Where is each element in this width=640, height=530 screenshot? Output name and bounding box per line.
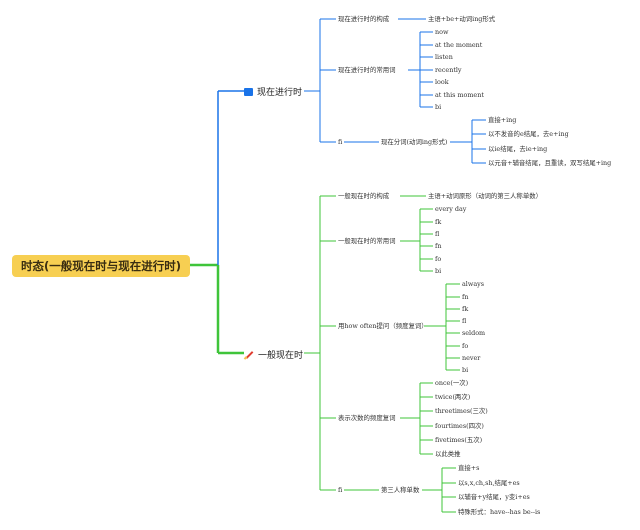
blue-flag-icon	[244, 87, 253, 96]
prog-word[interactable]: listen	[435, 53, 453, 61]
branch-simple-title: 一般现在时	[258, 351, 304, 361]
prog-word[interactable]: at this moment	[435, 91, 484, 99]
how-often-word[interactable]: bi	[462, 366, 469, 374]
prog-participle-rule[interactable]: 以元音+辅音结尾，且重读，双写结尾+ing	[488, 159, 612, 167]
times-word[interactable]: once(一次)	[435, 379, 469, 387]
times-word[interactable]: threetimes(三次)	[435, 407, 488, 415]
prog-participle-rule[interactable]: 以不发音的e结尾，去e+ing	[488, 130, 569, 138]
simple-word[interactable]: fo	[435, 255, 442, 263]
prog-structure-label[interactable]: 现在进行时的构成	[338, 15, 390, 23]
times-word[interactable]: fourtimes(四次)	[435, 422, 484, 430]
third-person-rule[interactable]: 以辅音+y结尾，y变i+es	[458, 493, 530, 501]
branch-progressive[interactable]: 现在进行时	[244, 85, 302, 98]
simple-word[interactable]: fn	[435, 242, 442, 250]
simple-structure-value[interactable]: 主语+动词原形（动词的第三人称单数）	[428, 192, 542, 200]
simple-common-words-label[interactable]: 一般现在时的常用词	[338, 237, 396, 245]
simple-word[interactable]: fl	[435, 230, 440, 238]
prog-participle-rule[interactable]: 直接+ing	[488, 116, 517, 124]
prog-word[interactable]: look	[435, 78, 449, 86]
simple-word[interactable]: bi	[435, 267, 442, 275]
how-often-word[interactable]: seldom	[462, 329, 486, 337]
prog-word[interactable]: at the moment	[435, 41, 483, 49]
simple-how-often-label[interactable]: 用how often提问（频度复词）	[338, 322, 428, 330]
times-word[interactable]: 以此类推	[435, 450, 461, 458]
simple-structure-label[interactable]: 一般现在时的构成	[338, 192, 390, 200]
branch-simple[interactable]: 一般现在时	[244, 348, 303, 361]
how-often-word[interactable]: never	[462, 354, 481, 362]
prog-word[interactable]: recently	[435, 66, 462, 74]
simple-third-person-label[interactable]: 第三人称单数	[381, 486, 420, 494]
prog-participle-label[interactable]: 现在分词(动词ing形式)	[381, 138, 448, 146]
how-often-word[interactable]: always	[462, 280, 485, 288]
prog-structure-value[interactable]: 主语+be+动词ing形式	[428, 15, 496, 23]
prog-fi-label[interactable]: fi	[338, 138, 343, 146]
prog-word[interactable]: now	[435, 28, 449, 36]
how-often-word[interactable]: fl	[462, 317, 467, 325]
simple-fi-label[interactable]: fi	[338, 486, 343, 494]
how-often-word[interactable]: fo	[462, 342, 469, 350]
how-often-word[interactable]: fn	[462, 293, 469, 301]
prog-common-words-label[interactable]: 现在进行时的常用词	[338, 66, 396, 74]
prog-word[interactable]: bi	[435, 103, 442, 111]
third-person-rule[interactable]: 特殊形式：have--has be--is	[458, 508, 541, 516]
third-person-rule[interactable]: 直接+s	[458, 464, 480, 472]
branch-progressive-title: 现在进行时	[257, 88, 303, 98]
simple-word[interactable]: fk	[435, 218, 442, 226]
how-often-word[interactable]: fk	[462, 305, 469, 313]
simple-times-label[interactable]: 表示次数的频度复词	[338, 414, 396, 422]
times-word[interactable]: fivetimes(五次)	[435, 436, 483, 444]
times-word[interactable]: twice(两次)	[435, 393, 471, 401]
third-person-rule[interactable]: 以s,x,ch,sh,结尾+es	[458, 479, 520, 487]
simple-word[interactable]: every day	[435, 205, 467, 213]
pencil-icon	[244, 350, 254, 360]
prog-participle-rule[interactable]: 以ie结尾，去ie+ing	[488, 145, 548, 153]
root-node[interactable]: 时态(一般现在时与现在进行时)	[12, 255, 190, 277]
